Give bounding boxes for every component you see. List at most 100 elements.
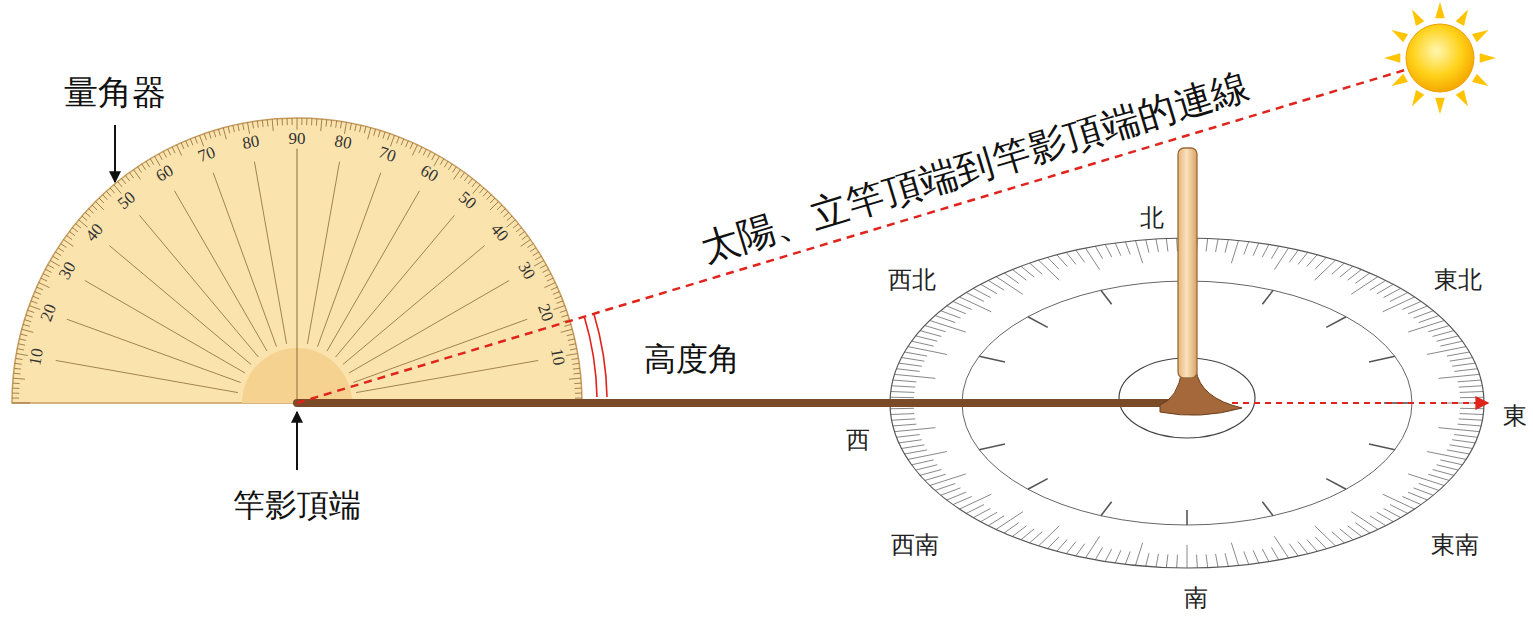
pole (1178, 148, 1197, 378)
compass-tick (890, 397, 914, 398)
protractor-tick (26, 315, 33, 317)
protractor-tick (110, 188, 115, 193)
protractor-ray (56, 360, 238, 392)
compass-tick (988, 280, 1004, 290)
protractor-tick (575, 398, 582, 399)
protractor-tick (43, 274, 49, 277)
protractor-tick (41, 278, 47, 281)
sun (1384, 2, 1496, 114)
compass-tick (981, 284, 998, 293)
compass-tick (1383, 297, 1415, 312)
protractor-tick (238, 124, 239, 131)
compass-tick (1095, 246, 1102, 259)
protractor-tick (14, 368, 21, 370)
compass-tick (896, 435, 919, 438)
compass-tick (1146, 553, 1149, 566)
protractor-tick (13, 378, 25, 379)
compass-tick (1460, 408, 1484, 409)
protractor-tick (301, 118, 302, 125)
compass-tick (1340, 529, 1353, 540)
compass-tick (1135, 543, 1142, 566)
scale-number: 90 (288, 130, 307, 149)
compass-tick (1414, 311, 1434, 318)
part-label: 竿影頂端 (233, 488, 361, 523)
protractor-tick (572, 363, 579, 365)
compass-tick (920, 470, 941, 476)
compass-tick (1315, 260, 1336, 280)
direction-label: 東北 (1434, 267, 1482, 293)
part-label: 量角器 (64, 74, 166, 111)
angle-arc (594, 314, 607, 397)
compass-tick (1048, 537, 1059, 549)
protractor-tick (146, 161, 150, 167)
compass-major-tick (1326, 479, 1346, 490)
compass-tick (912, 460, 934, 465)
compass-tick (930, 474, 966, 486)
protractor-tick (483, 191, 488, 196)
protractor-tick (360, 125, 362, 132)
protractor-tick (282, 118, 283, 125)
compass-major-tick (1101, 502, 1112, 516)
protractor-tick (472, 182, 476, 187)
compass-tick (1289, 250, 1298, 262)
protractor-tick (172, 147, 175, 153)
compass-tick (1176, 555, 1178, 568)
protractor-tick (129, 172, 133, 178)
protractor-tick (454, 170, 461, 180)
compass-tick (890, 408, 914, 409)
protractor-tick (186, 141, 189, 147)
compass-tick (1452, 440, 1475, 443)
protractor-tick (48, 265, 54, 268)
compass-tick (912, 341, 934, 346)
compass-tick (1271, 246, 1278, 259)
compass-tick (1125, 551, 1130, 564)
compass-major-tick (1369, 444, 1395, 450)
protractor-tick (17, 349, 24, 350)
compass-tick (1355, 523, 1370, 533)
protractor-tick (553, 292, 559, 295)
protractor-tick (177, 145, 182, 156)
protractor-ray (327, 191, 420, 351)
angle-arc (584, 317, 597, 397)
scale-number: 70 (195, 143, 219, 167)
pole-foot (1160, 370, 1242, 415)
protractor-tick (504, 212, 509, 217)
protractor-tick (401, 139, 404, 145)
compass-tick (1332, 532, 1345, 543)
protractor-tick (544, 283, 555, 288)
protractor-tick (85, 212, 90, 217)
protractor-ray (85, 281, 245, 374)
protractor-tick (233, 125, 235, 132)
protractor-tick (13, 383, 20, 384)
protractor-tick (218, 129, 220, 136)
compass-tick (973, 288, 990, 297)
leader-arrow (114, 125, 116, 182)
protractor-tick (37, 287, 43, 290)
compass-tick (1115, 550, 1121, 563)
sun-ray (1392, 30, 1408, 42)
compass-tick (1460, 391, 1484, 393)
protractor-tick (125, 175, 129, 181)
protractor-tick (39, 283, 50, 288)
compass-tick (1450, 358, 1473, 362)
compass-tick (1315, 257, 1326, 269)
protractor-tick (76, 224, 81, 228)
compass-major-tick (1369, 356, 1395, 362)
protractor-tick (479, 188, 484, 193)
protractor-tick (20, 334, 27, 336)
protractor-tick (555, 296, 561, 299)
compass-tick (1216, 554, 1218, 567)
protractor-tick (209, 132, 211, 139)
compass-tick (1460, 397, 1484, 398)
compass-tick (1408, 321, 1444, 333)
compass-tick (947, 492, 966, 500)
compass-tick (1231, 543, 1238, 566)
scale-number: 80 (240, 132, 262, 154)
compass-tick (1095, 547, 1102, 560)
compass-tick (1166, 238, 1168, 251)
compass-tick (905, 352, 928, 356)
protractor-ray (67, 319, 241, 382)
compass-tick (908, 452, 947, 460)
protractor-tick (66, 235, 72, 239)
compass-tick (902, 445, 925, 449)
